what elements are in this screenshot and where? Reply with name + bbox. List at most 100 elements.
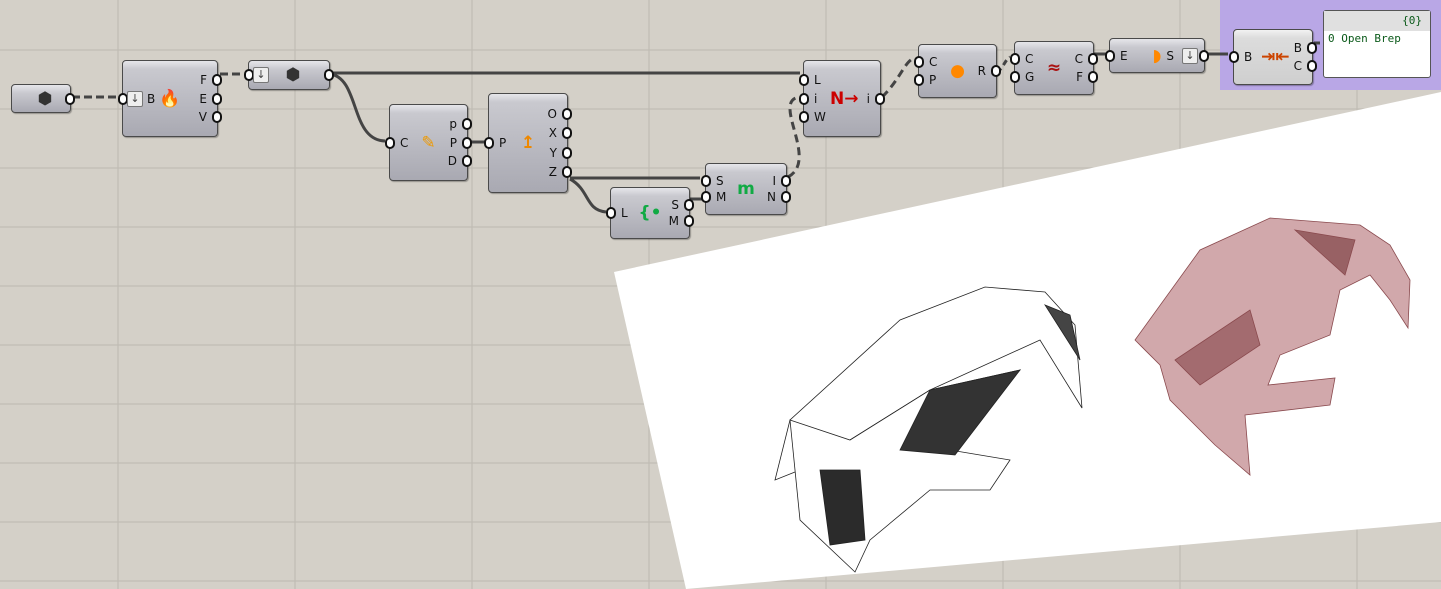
- output-label: S: [1166, 48, 1174, 63]
- output-port[interactable]: [684, 198, 694, 211]
- input-port[interactable]: [799, 92, 809, 105]
- brep-param-component[interactable]: ⬢: [11, 84, 75, 113]
- input-label: i: [814, 91, 818, 106]
- output-label: F: [200, 72, 207, 87]
- output-port[interactable]: [781, 191, 791, 204]
- input-port[interactable]: [606, 207, 616, 219]
- output-label: N: [767, 190, 776, 205]
- input-port[interactable]: [701, 174, 711, 187]
- output-port[interactable]: [1307, 60, 1317, 72]
- output-label: E: [199, 91, 207, 106]
- brep-closed-icon: ⇥⇤: [1261, 47, 1290, 67]
- input-label: M: [716, 190, 727, 205]
- output-port[interactable]: [562, 166, 572, 179]
- output-port[interactable]: [462, 136, 472, 149]
- graft-arrow-icon[interactable]: ↓: [253, 67, 269, 83]
- input-label: W: [814, 110, 826, 125]
- edge-surface-component[interactable]: E S ↓ ◗: [1105, 38, 1209, 73]
- output-label: C: [1074, 52, 1083, 67]
- output-port[interactable]: [562, 107, 572, 120]
- output-port[interactable]: [1088, 70, 1098, 83]
- panel-value: Open Brep: [1341, 32, 1401, 45]
- edge-surface-icon: ◗: [1152, 45, 1162, 66]
- input-port[interactable]: [799, 111, 809, 124]
- output-port[interactable]: [324, 69, 334, 81]
- output-port[interactable]: [1307, 42, 1317, 54]
- input-port[interactable]: [701, 191, 711, 204]
- output-label: Y: [549, 145, 557, 160]
- output-panel[interactable]: {0} 0 Open Brep: [1323, 10, 1431, 78]
- graft-arrow-icon[interactable]: ↓: [1182, 47, 1198, 64]
- output-port[interactable]: [684, 215, 694, 228]
- mass-addition-icon: m: [737, 179, 755, 199]
- output-label: Z: [548, 165, 557, 180]
- input-label: P: [499, 136, 507, 150]
- input-port[interactable]: [799, 73, 809, 86]
- output-port[interactable]: [991, 65, 1001, 77]
- output-port[interactable]: [562, 127, 572, 140]
- input-label: C: [400, 135, 409, 150]
- panel-path: {0}: [1324, 11, 1430, 31]
- panel-index: 0: [1328, 32, 1335, 45]
- output-label: R: [977, 64, 986, 78]
- curve-param-component[interactable]: ↓⬢: [244, 60, 334, 90]
- input-label: C: [1025, 52, 1034, 67]
- graft-arrow-icon[interactable]: ↓: [127, 90, 143, 107]
- input-label: L: [814, 72, 821, 87]
- output-port[interactable]: [462, 117, 472, 130]
- input-label: E: [1120, 48, 1128, 63]
- input-port[interactable]: [914, 56, 924, 69]
- output-label: M: [668, 214, 679, 229]
- output-port[interactable]: [781, 174, 791, 187]
- input-port[interactable]: [1105, 49, 1115, 62]
- input-port[interactable]: [385, 136, 395, 149]
- curve-param-icon: ⬢: [285, 65, 301, 85]
- output-label: p: [449, 116, 457, 131]
- deconstruct-point-icon: ↥: [520, 133, 536, 153]
- output-port[interactable]: [212, 73, 222, 86]
- output-label: i: [866, 91, 870, 106]
- output-label: B: [1293, 41, 1302, 55]
- output-label: C: [1293, 59, 1302, 73]
- red-brep-preview: [1134, 217, 1411, 476]
- output-port[interactable]: [212, 92, 222, 105]
- region-union-icon: ●: [950, 61, 965, 81]
- output-port[interactable]: [875, 92, 885, 105]
- output-port[interactable]: [1199, 49, 1209, 62]
- output-label: X: [548, 126, 557, 141]
- input-port[interactable]: [484, 137, 494, 149]
- output-label: S: [671, 197, 679, 212]
- discontinuity-icon: ✎: [421, 132, 436, 153]
- input-port[interactable]: [1010, 70, 1020, 83]
- white-brep-preview: [774, 286, 1083, 573]
- output-port[interactable]: [562, 146, 572, 159]
- output-label: P: [449, 135, 457, 150]
- output-port[interactable]: [462, 155, 472, 168]
- deconstruct-brep-icon: 🔥: [159, 88, 181, 109]
- input-port[interactable]: [1229, 51, 1239, 63]
- output-label: V: [198, 110, 207, 125]
- output-port[interactable]: [1088, 53, 1098, 66]
- input-label: L: [621, 206, 628, 220]
- output-label: I: [772, 173, 776, 188]
- list-length-icon: {•: [638, 203, 662, 223]
- input-port[interactable]: [914, 73, 924, 86]
- output-label: O: [547, 106, 557, 121]
- input-port[interactable]: [1010, 53, 1020, 66]
- output-label: D: [447, 154, 457, 169]
- insert-items-icon: N→: [830, 88, 859, 109]
- flip-curve-icon: ≈: [1046, 58, 1062, 78]
- input-label: S: [716, 173, 724, 188]
- output-port[interactable]: [212, 111, 222, 124]
- output-port[interactable]: [65, 92, 75, 105]
